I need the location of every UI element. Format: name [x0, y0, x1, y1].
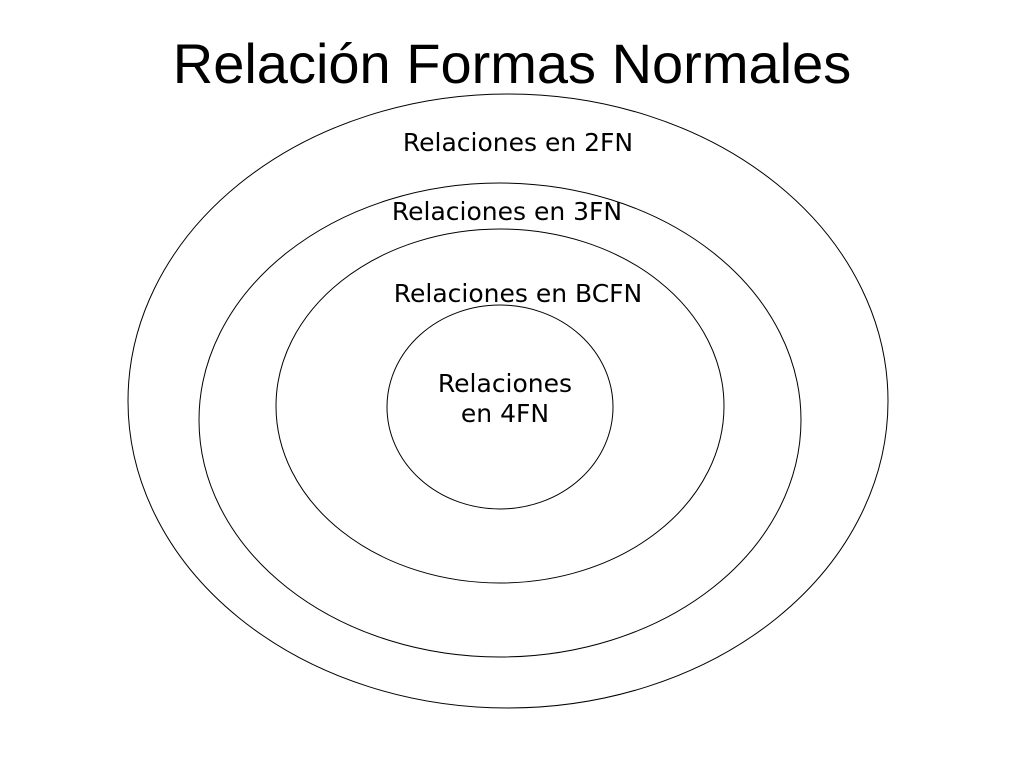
ellipse-bcfn	[275, 228, 725, 584]
slide-title: Relación Formas Normales	[172, 32, 852, 95]
label-bcfn: Relaciones en BCFN	[393, 279, 643, 308]
label-4fn-line2: en 4FN	[460, 399, 550, 428]
ellipse-4fn	[386, 304, 614, 510]
label-3fn: Relaciones en 3FN	[391, 197, 623, 226]
ellipse-2fn	[127, 93, 889, 709]
ellipse-3fn	[198, 182, 802, 658]
label-4fn-line1: Relaciones	[437, 369, 573, 398]
label-4fn: Relaciones en 4FN	[380, 369, 630, 429]
label-2fn: Relaciones en 2FN	[402, 128, 634, 157]
